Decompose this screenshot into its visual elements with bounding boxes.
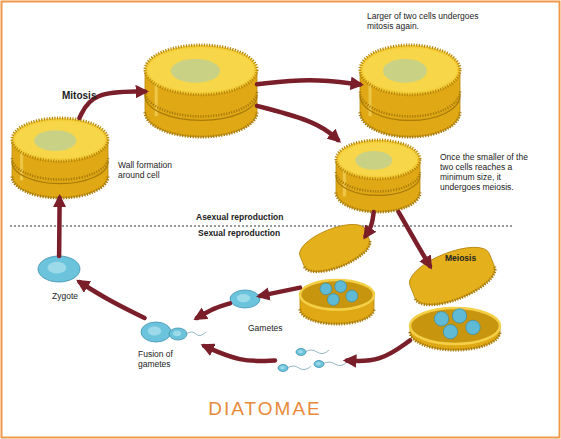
stage-note: Fusion of gametes [138,349,186,369]
diatom-cell: Wall formation around cell [12,118,108,198]
diatom-cell [145,45,257,137]
diatom-cell-outline [336,140,420,212]
cycle-arrow [366,212,374,236]
section-label: Asexual reproduction [196,212,283,222]
open-frustule-outline [410,266,500,350]
cycle-arrow [204,346,275,361]
process-label: Mitosis [62,91,96,101]
cycle-arrow [399,212,430,266]
stage-note: Larger of two cells undergoes mitosis ag… [367,11,479,31]
fusion-cells: Fusion of gametes [140,318,206,346]
cycle-arrow [80,282,145,318]
stage-note: Gametes [248,323,298,333]
fusion-cells-outline [140,318,206,346]
stage-note: Wall formation around cell [118,160,188,180]
cycle-arrow [197,303,230,318]
open-frustule: Meiosis [410,266,500,350]
stage-note: Meiosis [445,253,505,263]
cycle-arrow [260,288,300,296]
gamete-cell-outline [230,290,260,308]
open-frustule [300,236,374,324]
cycle-arrow [257,106,338,140]
diagram-caption: DIATOMAE [0,398,530,420]
gamete-group-outline [275,342,347,376]
cycle-arrow [57,198,62,256]
cycle-arrow [257,80,360,84]
diatom-cell: Larger of two cells undergoes mitosis ag… [360,45,460,137]
diatom-cell-outline [12,118,108,198]
stage-note: Zygote [52,291,92,301]
stage-note: Once the smaller of the two cells reache… [440,152,530,192]
gamete-cell: Gametes [230,290,260,308]
diatom-cell: Once the smaller of the two cells reache… [336,140,420,212]
zygote-cell-outline [38,256,80,282]
divider-line [10,226,512,227]
open-frustule-outline [300,236,374,324]
cycle-arrow [347,340,410,361]
section-label: Sexual reproduction [198,228,280,238]
zygote-cell: Zygote [38,256,80,282]
gamete-group [275,342,347,376]
diatom-cell-outline [360,45,460,137]
diatom-cell-outline [145,45,257,137]
